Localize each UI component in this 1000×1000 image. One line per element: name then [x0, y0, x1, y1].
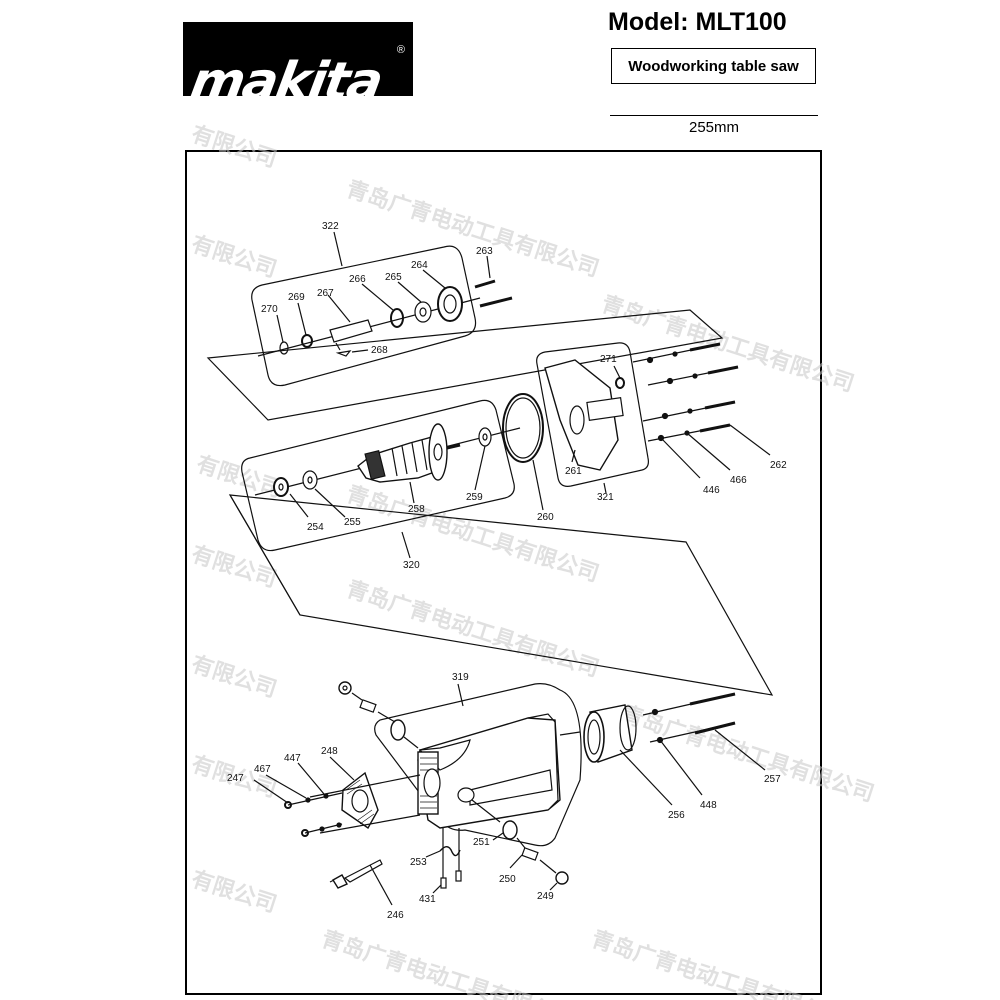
label-321: 321	[597, 492, 614, 503]
armature-258	[357, 423, 461, 483]
o-ring-270	[279, 341, 289, 355]
screw-431b	[455, 870, 462, 882]
label-253: 253	[410, 857, 427, 868]
label-271: 271	[600, 354, 617, 365]
label-269: 269	[288, 292, 305, 303]
logo-strip	[183, 96, 413, 102]
bearing-box-264	[437, 286, 463, 322]
plane-upper-outline	[206, 309, 724, 421]
svg-text:青岛广青电动工具有限公司: 青岛广青电动工具有限公司	[598, 291, 857, 397]
motor-housing-319	[417, 713, 561, 829]
label-250: 250	[499, 874, 516, 885]
brush-holder-251	[502, 820, 518, 840]
label-246: 246	[387, 910, 404, 921]
screw-247	[287, 792, 343, 806]
label-431: 431	[419, 894, 436, 905]
group-320-box	[241, 399, 515, 552]
screw-263a	[474, 279, 496, 289]
label-466: 466	[730, 475, 747, 486]
label-257: 257	[764, 774, 781, 785]
bearing-254	[273, 477, 289, 497]
label-256: 256	[668, 810, 685, 821]
carbon-brush-250	[521, 847, 539, 861]
label-447: 447	[284, 753, 301, 764]
label-251: 251	[473, 837, 490, 848]
label-255: 255	[344, 517, 361, 528]
label-448: 448	[700, 800, 717, 811]
carbon-brush-a	[359, 699, 377, 713]
brush-cap-249	[555, 871, 569, 885]
group-321-box	[536, 342, 649, 487]
bearing-255	[302, 470, 318, 490]
power-cord-246	[329, 859, 383, 889]
label-266: 266	[349, 274, 366, 285]
bushing-271	[615, 377, 625, 389]
label-249: 249	[537, 891, 554, 902]
svg-text:有限公司: 有限公司	[188, 541, 280, 593]
label-268: 268	[371, 345, 388, 356]
label-446: 446	[703, 485, 720, 496]
end-bracket-261	[544, 359, 619, 471]
label-320: 320	[403, 560, 420, 571]
label-319: 319	[452, 672, 469, 683]
label-259: 259	[466, 492, 483, 503]
o-ring-266	[390, 308, 404, 328]
product-name-box: Woodworking table saw	[611, 48, 816, 84]
group-322-box	[251, 245, 477, 387]
screw-263b	[479, 296, 513, 308]
svg-text:有限公司: 有限公司	[193, 451, 285, 503]
svg-text:青岛广青电动工具有限公司: 青岛广青电动工具有限公司	[318, 926, 577, 1000]
label-254: 254	[307, 522, 324, 533]
label-261: 261	[565, 466, 582, 477]
label-260: 260	[537, 512, 554, 523]
stator-256	[583, 704, 637, 763]
clamp-253	[439, 846, 461, 857]
svg-text:青岛广青电动工具有限公司: 青岛广青电动工具有限公司	[343, 176, 602, 282]
svg-text:青岛广青电动工具有限公司: 青岛广青电动工具有限公司	[618, 701, 877, 807]
label-263: 263	[476, 246, 493, 257]
watermark: 青岛广青电动工具有限公司 有限公司 有限公司 青岛广青电动工具有限公司 有限公司…	[188, 121, 877, 1000]
svg-text:有限公司: 有限公司	[188, 866, 280, 918]
model-title: Model: MLT100	[608, 8, 787, 36]
part-labels: 322 263 264 265 266 267 268 269 270 271 …	[227, 221, 787, 921]
shaft-267	[329, 319, 373, 343]
label-264: 264	[411, 260, 428, 271]
product-name: Woodworking table saw	[628, 57, 799, 75]
washer-269	[301, 334, 313, 348]
bearing-265	[414, 301, 432, 323]
svg-text:有限公司: 有限公司	[188, 651, 280, 703]
label-247: 247	[227, 773, 244, 784]
label-267: 267	[317, 288, 334, 299]
end-cover-248	[341, 771, 379, 830]
group-319-box	[374, 683, 582, 847]
label-270: 270	[261, 304, 278, 315]
blade-size: 255mm	[688, 119, 740, 136]
label-248: 248	[321, 746, 338, 757]
label-467: 467	[254, 764, 271, 775]
svg-text:有限公司: 有限公司	[188, 121, 280, 173]
label-262: 262	[770, 460, 787, 471]
ring-260	[502, 393, 544, 463]
bearing-259	[478, 427, 492, 447]
brush-holder-a	[390, 719, 406, 741]
svg-text:青岛广青电动工具有限公司: 青岛广青电动工具有限公司	[588, 926, 847, 1000]
label-258: 258	[408, 504, 425, 515]
svg-text:有限公司: 有限公司	[188, 231, 280, 283]
header-rule	[610, 115, 818, 116]
screw-431a	[440, 877, 447, 889]
diagram-frame	[185, 150, 822, 995]
label-322: 322	[322, 221, 339, 232]
label-265: 265	[385, 272, 402, 283]
makita-logo: makita ®	[183, 22, 413, 112]
registered-mark: ®	[396, 44, 405, 56]
brush-cap-a	[338, 681, 352, 695]
key-268	[335, 350, 352, 357]
